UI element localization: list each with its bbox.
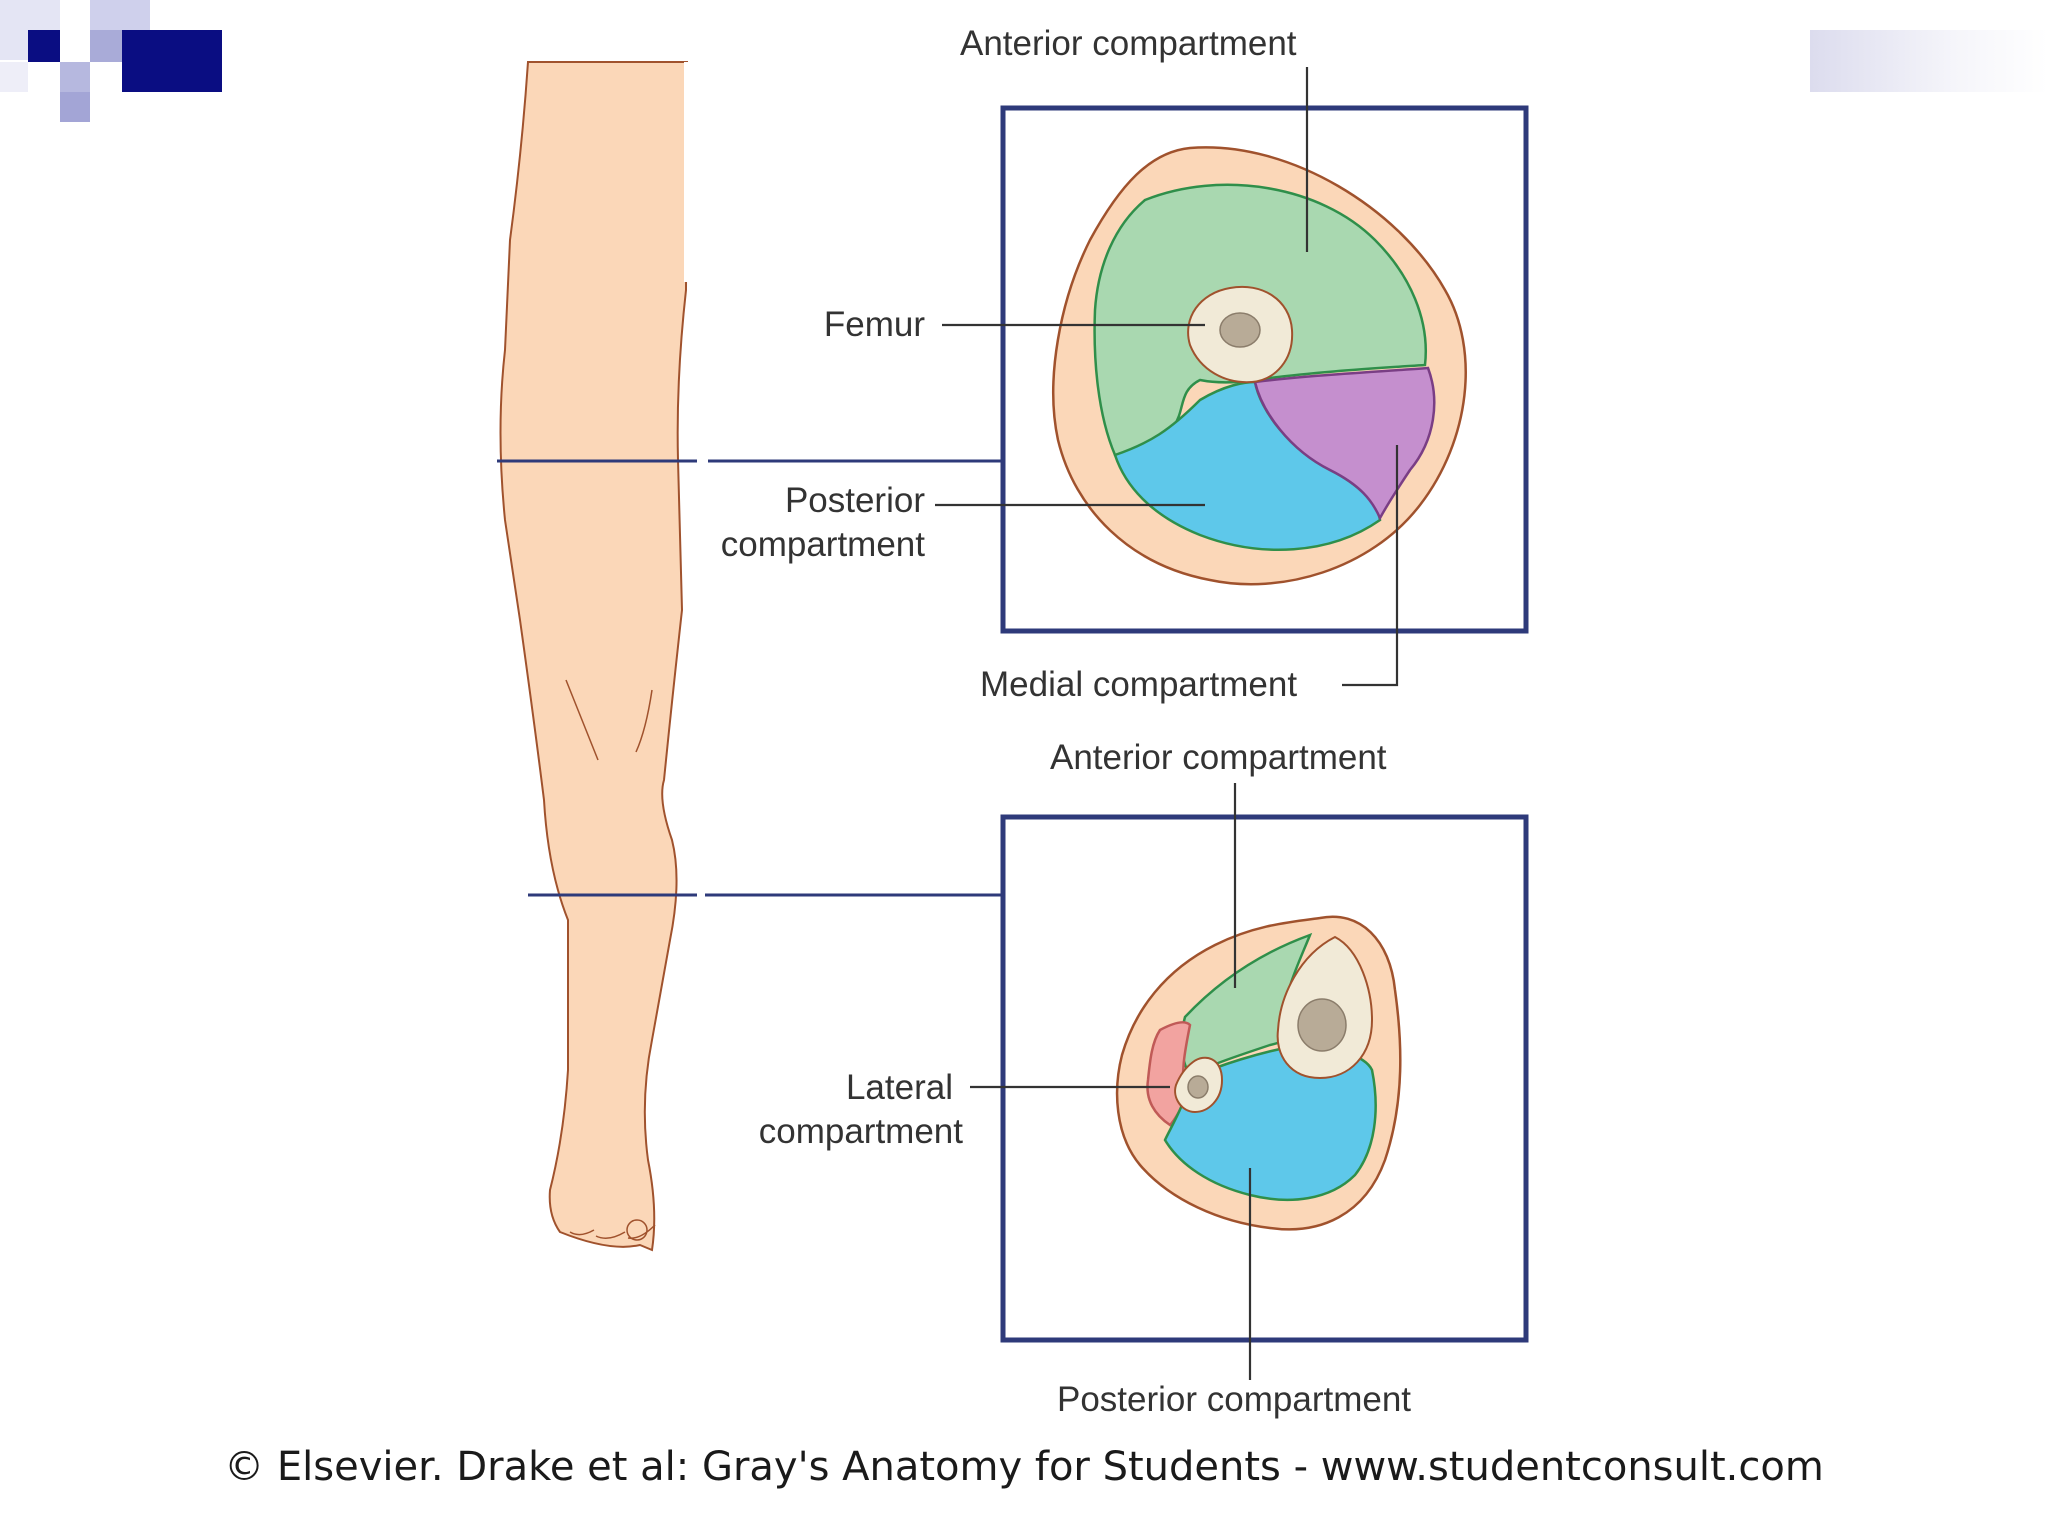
label-leg-lateral-line2: compartment [700, 1110, 963, 1153]
leg-illustration [501, 62, 693, 1250]
label-thigh-medial-compartment: Medial compartment [980, 663, 1297, 706]
leg-silhouette [501, 62, 688, 1250]
label-thigh-anterior-compartment: Anterior compartment [960, 22, 1297, 65]
tibia-marrow [1298, 999, 1346, 1051]
label-thigh-posterior-line2: compartment [680, 523, 925, 566]
label-femur: Femur [780, 303, 925, 346]
label-leg-posterior-compartment: Posterior compartment [1057, 1378, 1411, 1421]
label-leg-anterior-compartment: Anterior compartment [1050, 736, 1387, 779]
fibula-marrow [1188, 1076, 1208, 1098]
label-thigh-posterior-line1: Posterior [680, 479, 925, 522]
thigh-cross-section [1003, 108, 1526, 631]
leg-cross-section [1003, 817, 1526, 1340]
copyright-credit: © Elsevier. Drake et al: Gray's Anatomy … [0, 1444, 2048, 1490]
femur-marrow [1220, 313, 1260, 347]
label-leg-lateral-line1: Lateral [700, 1066, 953, 1109]
